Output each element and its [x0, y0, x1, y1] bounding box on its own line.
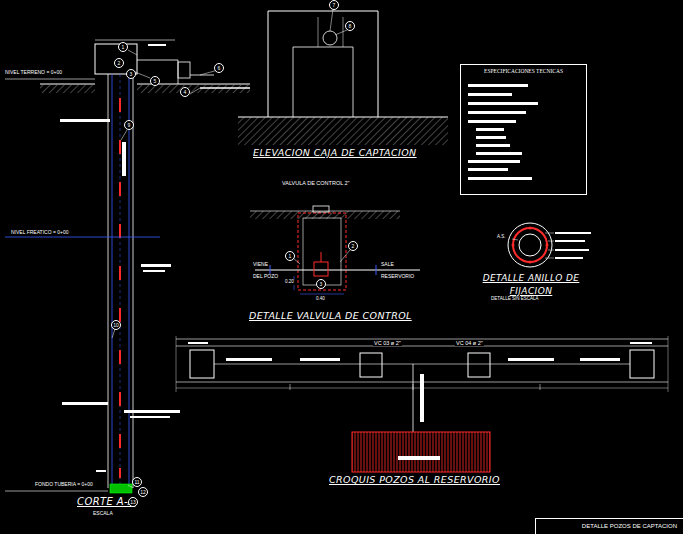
- annotation: NIVEL FREATICO = 0+00: [10, 230, 70, 236]
- annotation: VC 03 ø 2": [373, 340, 402, 346]
- callout-text: 13: [130, 500, 136, 505]
- callout-text: 5: [154, 79, 157, 84]
- callout-number: 2: [114, 58, 124, 68]
- callout-number: 1: [285, 251, 295, 261]
- annotation: 0.20: [284, 280, 295, 285]
- callout-text: 3: [320, 282, 323, 287]
- callout-text: 3: [130, 72, 133, 77]
- callout-text: 6: [218, 66, 221, 71]
- annotation: DEL POZO: [252, 274, 279, 280]
- callout-text: 1: [122, 45, 125, 50]
- well-section: [5, 40, 250, 493]
- box-elevation: [238, 9, 448, 145]
- callout-text: 2: [118, 61, 121, 66]
- callout-number: 3: [126, 69, 136, 79]
- view-title: CROQUIS POZOS AL RESERVORIO: [328, 475, 501, 485]
- callout-text: 1: [289, 254, 292, 259]
- callout-number: 3: [316, 279, 326, 289]
- heading: ESPECIFICACIONES TECNICAS: [461, 68, 586, 74]
- title-block: DETALLE POZOS DE CAPTACION: [535, 518, 683, 534]
- callout-number: 2: [348, 241, 358, 251]
- view-title: DETALLE VALVULA DE CONTROL: [248, 311, 413, 321]
- callout-number: 6: [214, 63, 224, 73]
- callout-number: 11: [132, 477, 142, 487]
- annotation: ESCALA: [92, 511, 114, 517]
- callout-number: 7: [329, 0, 339, 10]
- annotation: A.S.: [496, 235, 507, 240]
- callout-text: 8: [349, 24, 352, 29]
- callout-number: 4: [180, 87, 190, 97]
- annotation: VC 04 ø 2": [455, 340, 484, 346]
- view-title: DETALLE ANILLO DE FIJACION: [478, 272, 584, 297]
- ring-detail: [508, 223, 591, 267]
- heading: DETALLE POZOS DE CAPTACION: [582, 523, 677, 529]
- callout-number: 5: [150, 76, 160, 86]
- annotation: NIVEL TERRENO = 0+00: [4, 70, 63, 76]
- view-title: ELEVACION CAJA DE CAPTACION: [252, 148, 418, 158]
- callout-text: 2: [352, 244, 355, 249]
- callout-number: 12: [138, 487, 148, 497]
- callout-number: 10: [111, 320, 121, 330]
- spec-bars: [468, 84, 538, 180]
- callout-number: 8: [345, 21, 355, 31]
- callout-text: 11: [134, 480, 139, 485]
- callout-text: 12: [140, 490, 146, 495]
- annotation: DETALLE SIN ESCALA: [490, 297, 539, 302]
- site-sketch: [176, 336, 668, 472]
- callout-number: 1: [118, 42, 128, 52]
- callout-number: 9: [124, 120, 134, 130]
- annotation: FONDO TUBERIA = 0+00: [34, 482, 94, 488]
- spec-table: ESPECIFICACIONES TECNICAS: [460, 64, 587, 195]
- callout-text: 9: [128, 123, 131, 128]
- callout-text: 4: [184, 90, 187, 95]
- annotation: VIENE: [252, 262, 269, 268]
- callout-number: 13: [128, 497, 138, 507]
- annotation: SALE: [380, 262, 395, 268]
- valve-detail: [250, 206, 420, 294]
- callout-text: 7: [333, 3, 336, 8]
- annotation: 0.40: [315, 297, 326, 302]
- annotation: RESERVORIO: [380, 274, 415, 280]
- callout-text: 10: [113, 323, 119, 328]
- annotation: VALVULA DE CONTROL 2": [281, 180, 351, 186]
